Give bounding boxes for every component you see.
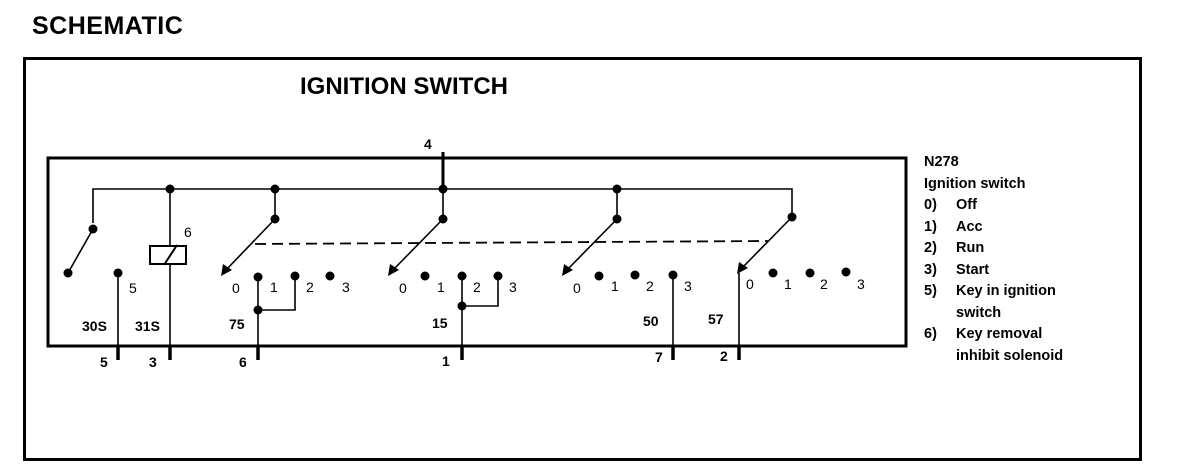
legend-item-text: Acc <box>956 218 983 235</box>
contact-dot <box>420 271 430 281</box>
legend-item-number: 3) <box>924 261 937 278</box>
pin-number: 5 <box>100 354 108 370</box>
legend-item-number: 2) <box>924 240 937 256</box>
legend-item-text: Off <box>956 197 977 213</box>
legend-item-text: Key removal inhibit solenoid <box>956 326 1064 364</box>
contact-label: 1 <box>270 279 278 295</box>
contact-label: 2 <box>646 278 654 294</box>
legend-item-text: Run <box>956 240 985 256</box>
contact-label: 3 <box>857 276 865 292</box>
legend-item-text: Start <box>956 261 990 278</box>
contact-dot <box>325 271 335 281</box>
deck-1-wiper <box>225 218 276 271</box>
deck-2-bridge <box>462 276 499 307</box>
pin-4-label: 4 <box>424 136 432 152</box>
solenoid-coil-slash <box>163 244 178 266</box>
pin-number: 3 <box>149 354 157 370</box>
legend-item-text: Key in ignition switch <box>956 283 1056 321</box>
contact-dot <box>768 268 778 278</box>
contact-label: 3 <box>342 279 350 295</box>
deck-4-wiper <box>741 216 793 269</box>
legend-item: 1) Acc <box>924 217 1084 239</box>
legend-item-number: 6) <box>924 326 937 342</box>
contact-label: 0 <box>746 276 754 292</box>
wiper-arrowhead <box>737 262 748 274</box>
solenoid-coil <box>149 245 187 265</box>
contact-label: 0 <box>399 280 407 296</box>
solenoid-label: 6 <box>184 224 192 240</box>
key-in-switch-arm <box>67 228 94 274</box>
legend: N278 Ignition switch 0) Off 1) Acc 2) Run 3… <box>924 152 1084 367</box>
bridge-junction <box>253 305 263 315</box>
diagram-title: IGNITION SWITCH <box>300 73 508 100</box>
contact-label: 1 <box>437 279 445 295</box>
terminal-name: 31S <box>135 318 160 334</box>
contact-dot <box>805 268 815 278</box>
legend-item: 2) Run <box>924 238 1084 260</box>
page-title: SCHEMATIC <box>32 12 184 40</box>
terminal-name: 30S <box>82 318 107 334</box>
contact-dot <box>63 268 73 278</box>
legend-item-number: 1) <box>924 218 937 235</box>
contact-label: 2 <box>473 279 481 295</box>
legend-item: 3) Start <box>924 260 1084 282</box>
legend-item-number: 0) <box>924 197 937 213</box>
mechanical-linkage <box>254 240 769 245</box>
legend-name: Ignition switch <box>924 175 1026 192</box>
terminal-name: 57 <box>708 311 724 327</box>
contact-label: 3 <box>684 278 692 294</box>
pin-number: 7 <box>655 349 663 365</box>
contact-dot <box>594 271 604 281</box>
contact-label: 3 <box>509 279 517 295</box>
terminal-name: 75 <box>229 316 245 332</box>
bridge-junction <box>457 301 467 311</box>
contact-label: 2 <box>306 279 314 295</box>
legend-item: 6) Key removal inhibit solenoid <box>924 324 1084 367</box>
pin-number: 1 <box>442 353 450 369</box>
contact-label: 5 <box>129 280 137 296</box>
contact-label: 1 <box>611 278 619 294</box>
contact-label: 0 <box>232 280 240 296</box>
contact-label: 2 <box>820 276 828 292</box>
terminal-name: 15 <box>432 315 448 331</box>
deck-1-bridge <box>258 276 296 311</box>
deck-3-wiper <box>566 218 618 271</box>
pin-number: 6 <box>239 354 247 370</box>
legend-code: N278 <box>924 154 959 170</box>
terminal-name: 50 <box>643 313 659 329</box>
schematic-frame <box>23 57 1142 461</box>
legend-item: 5) Key in ignition switch <box>924 281 1064 324</box>
pin-number: 2 <box>720 348 728 364</box>
switch-housing <box>46 156 908 348</box>
deck-2-wiper <box>392 218 444 271</box>
contact-label: 1 <box>784 276 792 292</box>
legend-item: 0) Off <box>924 195 1084 217</box>
contact-dot <box>630 270 640 280</box>
wiper-arrowhead <box>221 264 232 276</box>
contact-dot <box>841 267 851 277</box>
contact-label: 0 <box>573 280 581 296</box>
wiper-arrowhead <box>562 264 573 276</box>
wiper-arrowhead <box>388 264 399 276</box>
legend-item-number: 5) <box>924 283 937 299</box>
